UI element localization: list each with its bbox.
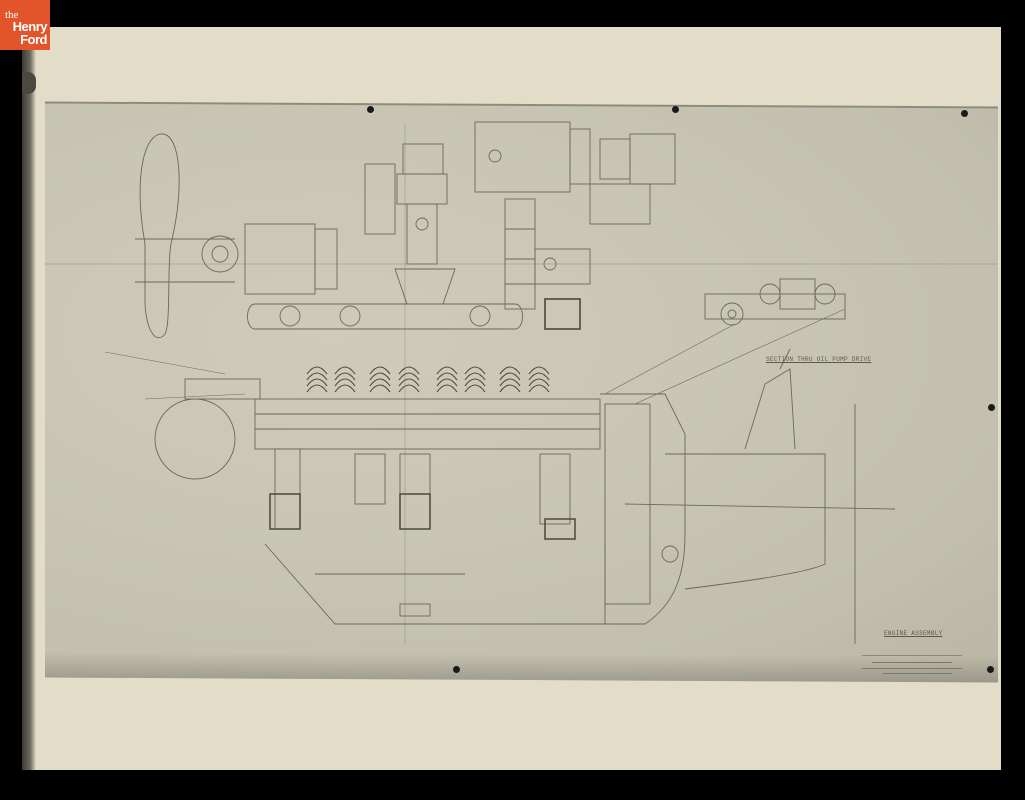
logo-henry: Henry (12, 19, 48, 34)
henry-ford-logo: the Henry Ford (0, 0, 50, 50)
pushpin (988, 404, 995, 411)
logo-the: the (5, 9, 19, 21)
logo-ford: Ford (20, 32, 47, 47)
engine-assembly-drawing (45, 121, 998, 644)
mount-pin (22, 72, 36, 94)
pushpin (961, 110, 968, 117)
pushpin (672, 106, 679, 113)
pushpin (987, 666, 994, 673)
drawing-title: ENGINE ASSEMBLY (884, 630, 943, 637)
pushpin (367, 106, 374, 113)
section-note: SECTION THRU OIL PUMP DRIVE (766, 356, 872, 363)
pushpin (453, 666, 460, 673)
mount-edge-shadow (22, 27, 36, 770)
title-block (862, 655, 962, 676)
